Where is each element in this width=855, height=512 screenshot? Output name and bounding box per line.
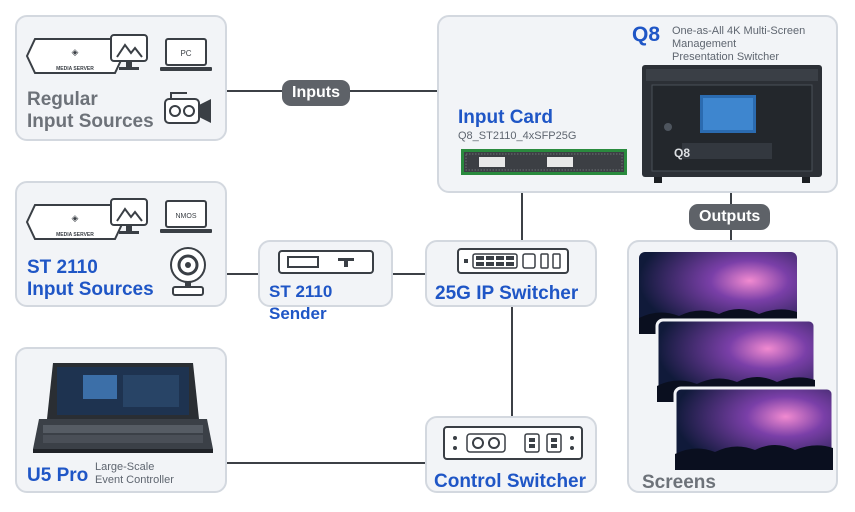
ip-switcher-title: 25G IP Switcher (435, 283, 579, 304)
nmos-icon: NMOS (160, 200, 212, 233)
line-q8-to-ipswitcher (521, 192, 523, 240)
inputs-label: Inputs (282, 80, 350, 106)
q8-desc-line3: Presentation Switcher (672, 51, 779, 63)
monitor-icon (110, 34, 148, 70)
q8-desc-line2: Management (672, 38, 737, 50)
sender-title: ST 2110 Sender (269, 282, 333, 323)
st2110-title-line2: Input Sources (27, 279, 154, 300)
media-server-text: MEDIA SERVER (56, 232, 94, 238)
regular-input-sources-card: MEDIA SERVER ◈ PC Regular Input Sources (15, 15, 227, 141)
control-switcher-card: Control Switcher (425, 416, 597, 493)
u5-desc-line1: Large-Scale (95, 461, 155, 473)
regular-title-line1: Regular (27, 89, 98, 110)
outputs-label: Outputs (689, 204, 771, 230)
q8-front-label: Q8 (674, 146, 690, 160)
control-switch-device-icon (443, 426, 583, 460)
screens-card: Screens (627, 240, 838, 493)
controller-console-icon (33, 363, 213, 453)
pc-text: PC (180, 49, 191, 58)
camera-icon (164, 92, 211, 124)
nmos-text: NMOS (176, 213, 197, 220)
control-switcher-title: Control Switcher (434, 471, 587, 492)
regular-title-line2: Input Sources (27, 111, 154, 132)
input-card-title: Input Card (458, 107, 553, 128)
input-card-model: Q8_ST2110_4xSFP25G (458, 130, 577, 142)
line-sender-to-ipswitcher (392, 273, 425, 275)
line-ipswitcher-to-control (511, 306, 513, 416)
ip-switch-device-icon (457, 248, 569, 274)
media-server-text: MEDIA SERVER (56, 66, 94, 72)
input-card-pcb-icon (461, 149, 627, 175)
u5-desc-line2: Event Controller (95, 474, 174, 486)
st2110-sender-card: ST 2110 Sender (258, 240, 393, 323)
line-st2110-to-sender (227, 273, 260, 275)
sender-device-icon (278, 250, 374, 274)
ip-switcher-card: 25G IP Switcher (425, 240, 597, 307)
svg-text:◈: ◈ (72, 213, 79, 223)
led-screens-image (639, 252, 835, 472)
st2110-input-sources-card: MEDIA SERVER ◈ NMOS ST 2110 Input Source… (15, 181, 227, 307)
q8-card: Q8 One-as-All 4K Multi-Screen Management… (437, 15, 838, 193)
webcam-icon (170, 247, 206, 296)
screens-title: Screens (642, 472, 716, 493)
u5-title: U5 Pro (27, 465, 89, 486)
pc-icon: PC (160, 38, 212, 71)
line-u5-to-control (227, 462, 425, 464)
q8-chassis-icon: Q8 (642, 65, 822, 183)
q8-name: Q8 (632, 23, 661, 46)
u5-pro-card: U5 Pro Large-Scale Event Controller (15, 347, 227, 493)
svg-text:◈: ◈ (72, 47, 79, 57)
monitor-icon (110, 198, 148, 234)
q8-desc-line1: One-as-All 4K Multi-Screen (672, 25, 806, 37)
st2110-title-line1: ST 2110 (27, 257, 98, 278)
